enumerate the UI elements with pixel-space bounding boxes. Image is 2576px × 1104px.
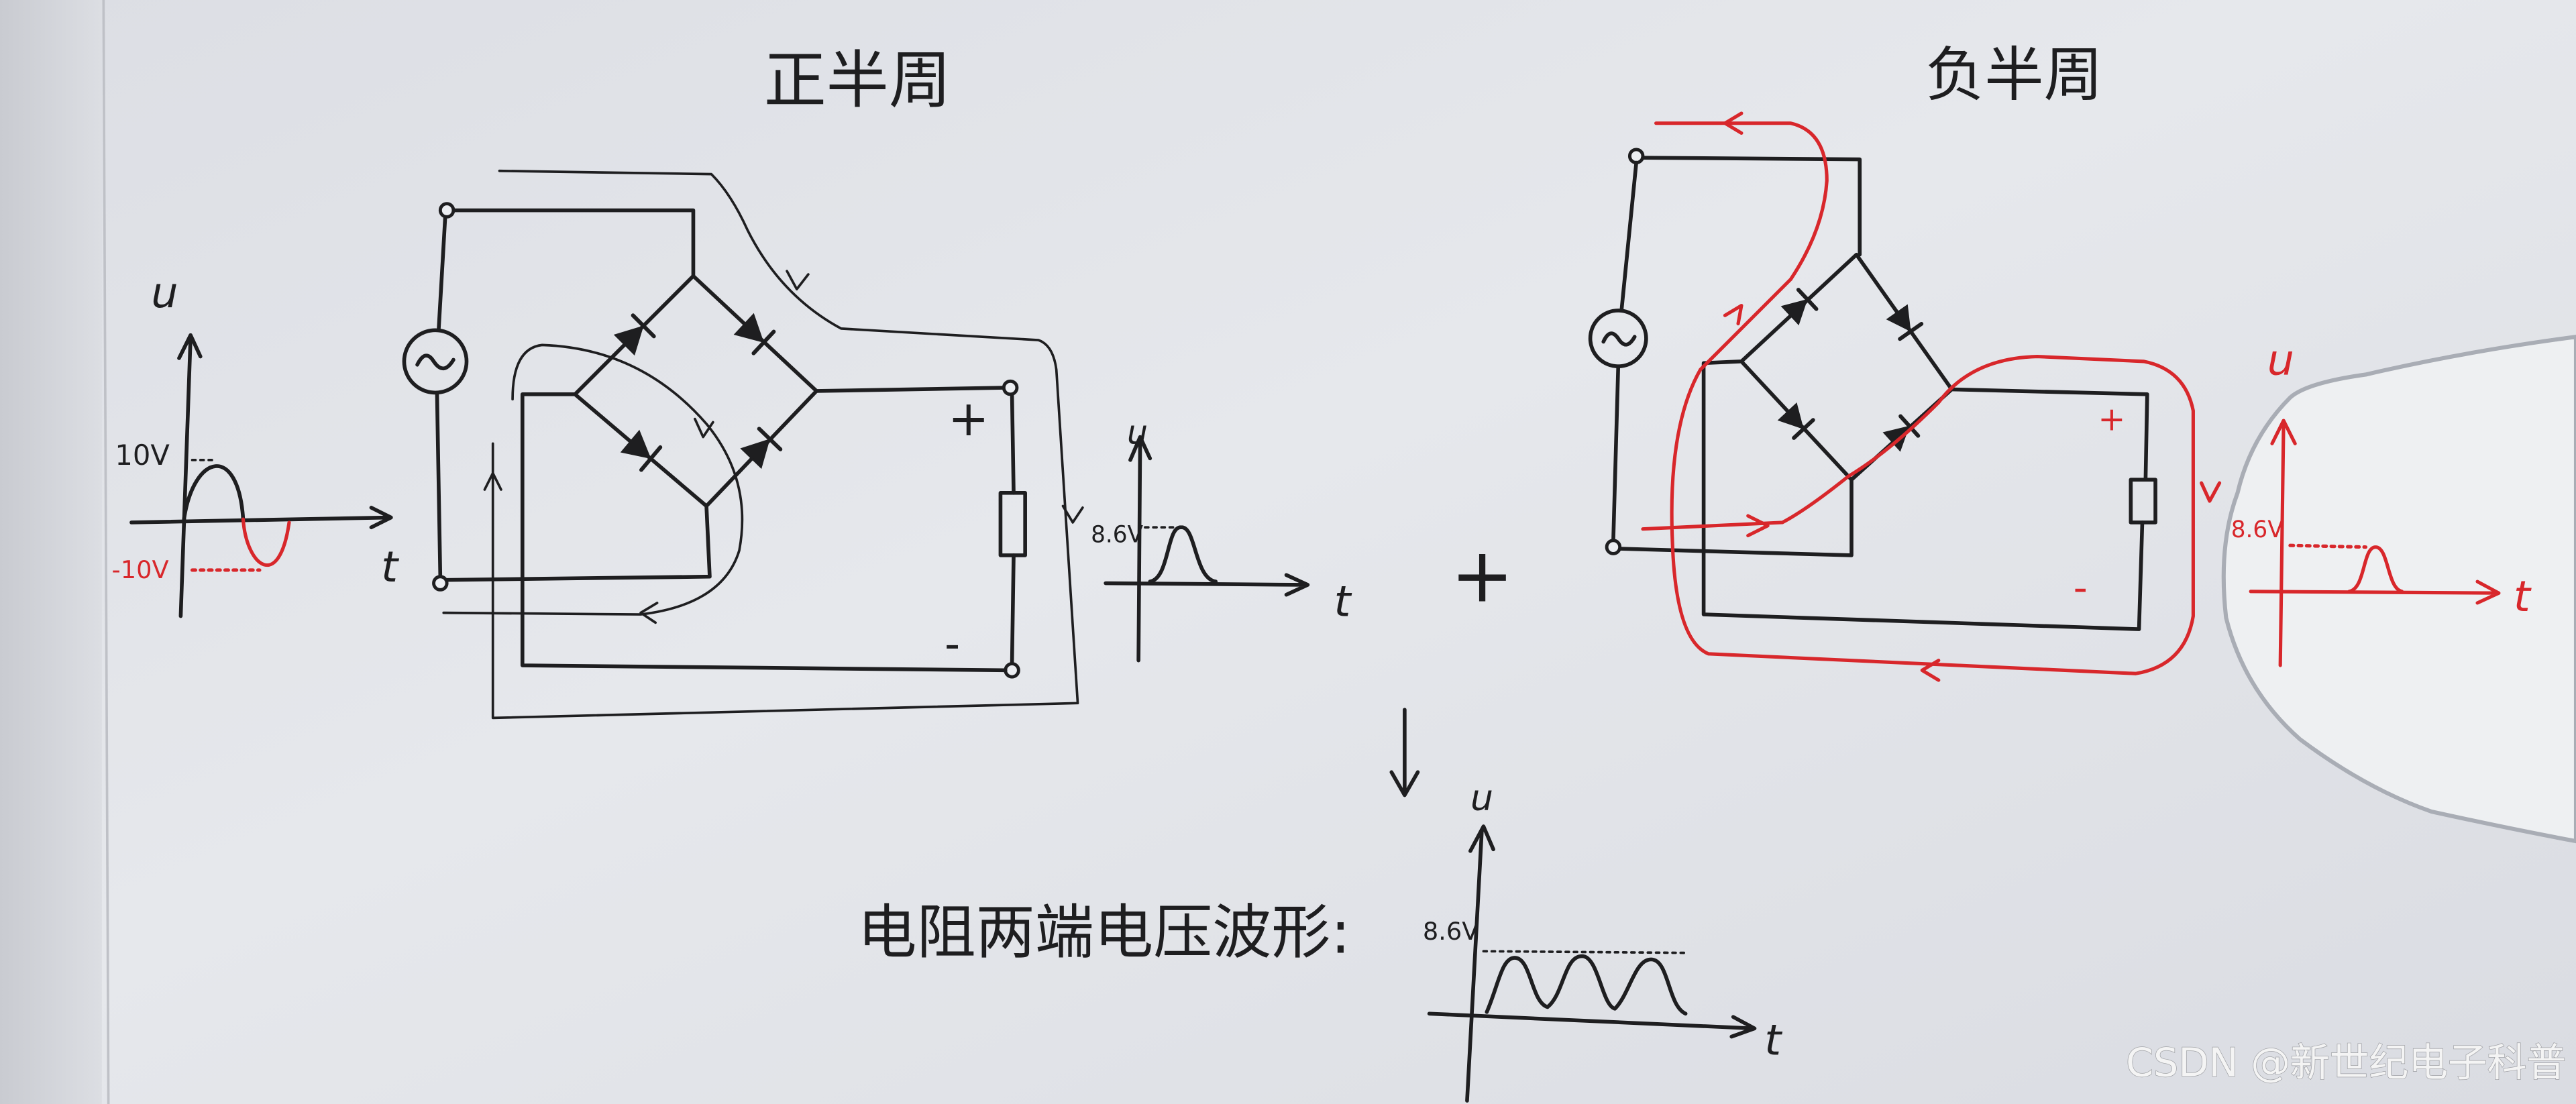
neg-output-t-axis — [2249, 579, 2501, 605]
diode-icon — [1777, 402, 1815, 440]
input-terminal-top — [1627, 148, 1645, 164]
diode-icon — [1882, 414, 1921, 452]
output-positive-wire — [814, 386, 1016, 666]
neg-output-t-label: t — [2514, 572, 2532, 622]
current-arrow — [694, 417, 714, 439]
diode-icon — [740, 427, 783, 470]
input-waveform: u t 10V -10V — [112, 268, 399, 618]
output-minus-label: - — [2074, 564, 2088, 610]
result-peak-dotted-line — [1482, 950, 1687, 954]
source-bottom-wire — [1611, 364, 1854, 557]
input-positive-half-wave — [182, 464, 246, 521]
input-t-label: t — [381, 543, 399, 592]
output-plus-label: + — [948, 390, 989, 447]
negative-half-circuit: + - — [1588, 111, 2222, 682]
resistor-icon — [998, 491, 1027, 557]
diode-icon — [620, 429, 663, 472]
output-plus-label: + — [2098, 400, 2125, 439]
neg-output-u-label: u — [2267, 335, 2294, 385]
result-u-label: u — [1470, 777, 1493, 819]
input-t-axis — [129, 506, 393, 530]
neg-output-pulse — [2347, 545, 2404, 594]
result-caption: 电阻两端电压波形: — [857, 898, 1350, 967]
neg-output-u-axis — [2270, 419, 2297, 667]
positive-output-waveform: u t 8.6V — [1091, 413, 1352, 663]
input-u-axis — [177, 333, 203, 618]
input-terminal-bottom — [432, 575, 449, 592]
input-negative-half-wave — [241, 517, 291, 567]
negative-half-cycle-title: 负半周 — [1925, 40, 2102, 109]
output-minus-label: - — [945, 620, 960, 669]
source-top-wire — [1619, 156, 1862, 313]
pos-output-t-label: t — [1334, 577, 1352, 627]
diode-icon — [733, 313, 776, 355]
diode-icon — [1886, 304, 1924, 341]
output-terminal-bottom — [1004, 662, 1020, 679]
result-t-label: t — [1764, 1016, 1782, 1066]
current-arrow — [1723, 111, 1743, 135]
input-negative-peak-label: -10V — [112, 555, 169, 584]
pos-output-peak-label: 8.6V — [1091, 521, 1143, 548]
input-terminal-top — [438, 202, 455, 219]
positive-half-circuit: + - — [402, 169, 1084, 720]
result-full-wave-pulses — [1485, 954, 1688, 1016]
watermark: CSDN @新世纪电子科普 — [2126, 1039, 2566, 1085]
resistor-icon — [2129, 478, 2157, 525]
current-arrow — [1920, 659, 1941, 682]
neg-output-peak-dotted-line — [2288, 543, 2368, 549]
result-waveform: 电阻两端电压波形: u t 8.6V — [857, 777, 1782, 1103]
current-arrow — [786, 270, 810, 290]
result-peak-label: 8.6V — [1423, 917, 1479, 946]
current-arrow — [483, 472, 502, 491]
current-path — [1641, 121, 2195, 675]
ac-tilde-icon — [415, 353, 455, 371]
input-u-label: u — [151, 268, 178, 318]
diode-icon — [613, 313, 656, 356]
positive-half-cycle-title: 正半周 — [764, 44, 951, 117]
output-wire — [1701, 360, 2149, 631]
current-arrow — [2200, 481, 2222, 503]
output-return-wire — [520, 392, 1008, 673]
ac-tilde-icon — [1601, 331, 1637, 347]
plus-sign: + — [1450, 531, 1513, 619]
neg-output-peak-label: 8.6V — [2231, 516, 2284, 543]
pos-output-t-axis — [1104, 573, 1310, 597]
input-terminal-bottom — [1605, 539, 1622, 555]
pos-output-u-label: u — [1127, 413, 1148, 451]
down-arrow-icon — [1389, 708, 1420, 797]
source-bottom-wire — [435, 390, 712, 582]
current-arrow — [1723, 304, 1743, 326]
output-terminal-top — [1002, 379, 1019, 396]
current-arrow — [1061, 504, 1084, 524]
pos-output-u-axis — [1128, 435, 1152, 663]
diode-icon — [1780, 288, 1819, 326]
current-arrow — [1746, 514, 1770, 538]
source-top-wire — [437, 208, 696, 333]
pos-output-pulse — [1148, 525, 1218, 584]
current-arrow — [639, 602, 659, 624]
result-u-axis — [1465, 824, 1495, 1103]
input-peak-label: 10V — [115, 439, 170, 472]
current-path-outer — [491, 169, 1079, 720]
page-margin-strip — [0, 0, 102, 1104]
page-edge-line — [102, 0, 110, 1104]
negative-output-waveform: u t 8.6V — [2231, 335, 2532, 667]
result-t-axis — [1427, 1011, 1757, 1039]
